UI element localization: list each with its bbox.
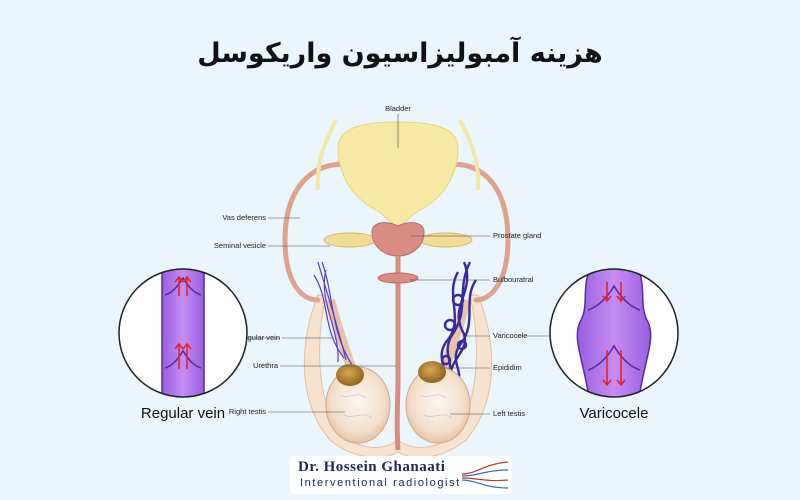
caption-regular-vein: Regular vein (141, 405, 225, 422)
label-bladder: Bladder (385, 104, 411, 113)
label-varicocele: Varicocele (493, 331, 527, 340)
logo-name: Dr. Hossein Ghanaati (298, 459, 446, 475)
label-urethra: Urethra (253, 361, 279, 370)
regular-vein-zoom (119, 269, 247, 397)
ureter-right (458, 119, 481, 191)
caption-varicocele: Varicocele (580, 405, 649, 422)
regular-vein-network (313, 261, 353, 366)
epididymis-left (418, 361, 446, 383)
epididymis-right (336, 364, 364, 386)
label-seminal-vesicle: Seminal vesicle (214, 241, 266, 250)
label-vas-deferens: Vas deferens (222, 213, 266, 222)
label-right-testis: Right testis (229, 407, 266, 416)
bulbourethral-gland (377, 272, 419, 284)
logo-badge: Dr. Hossein Ghanaati Interventional radi… (290, 456, 512, 494)
page-title: هزینه آمبولیزاسیون واریکوسل (197, 38, 603, 69)
vas-deferens-right (443, 161, 511, 303)
label-bulbourethral: Bulbouratral (493, 275, 534, 284)
label-prostate-gland: Prostate gland (493, 231, 541, 240)
urethra (394, 256, 401, 451)
ureter-left (315, 119, 338, 191)
seminal-vesicle-right (419, 232, 473, 248)
logo-subtitle: Interventional radiologist (300, 477, 461, 489)
vas-deferens-left (282, 161, 353, 303)
varicocele-zoom (550, 269, 678, 397)
vessel-logo-icon (462, 461, 509, 489)
label-regular-vein: Regular vein (238, 333, 280, 342)
seminal-vesicle-left (323, 232, 377, 248)
varicocele-zoom-frame (549, 268, 679, 398)
label-left-testis: Left testis (493, 409, 525, 418)
label-epididim: Epididim (493, 363, 522, 372)
regular-vein-zoom-frame (118, 268, 248, 398)
prostate-gland (371, 222, 425, 257)
